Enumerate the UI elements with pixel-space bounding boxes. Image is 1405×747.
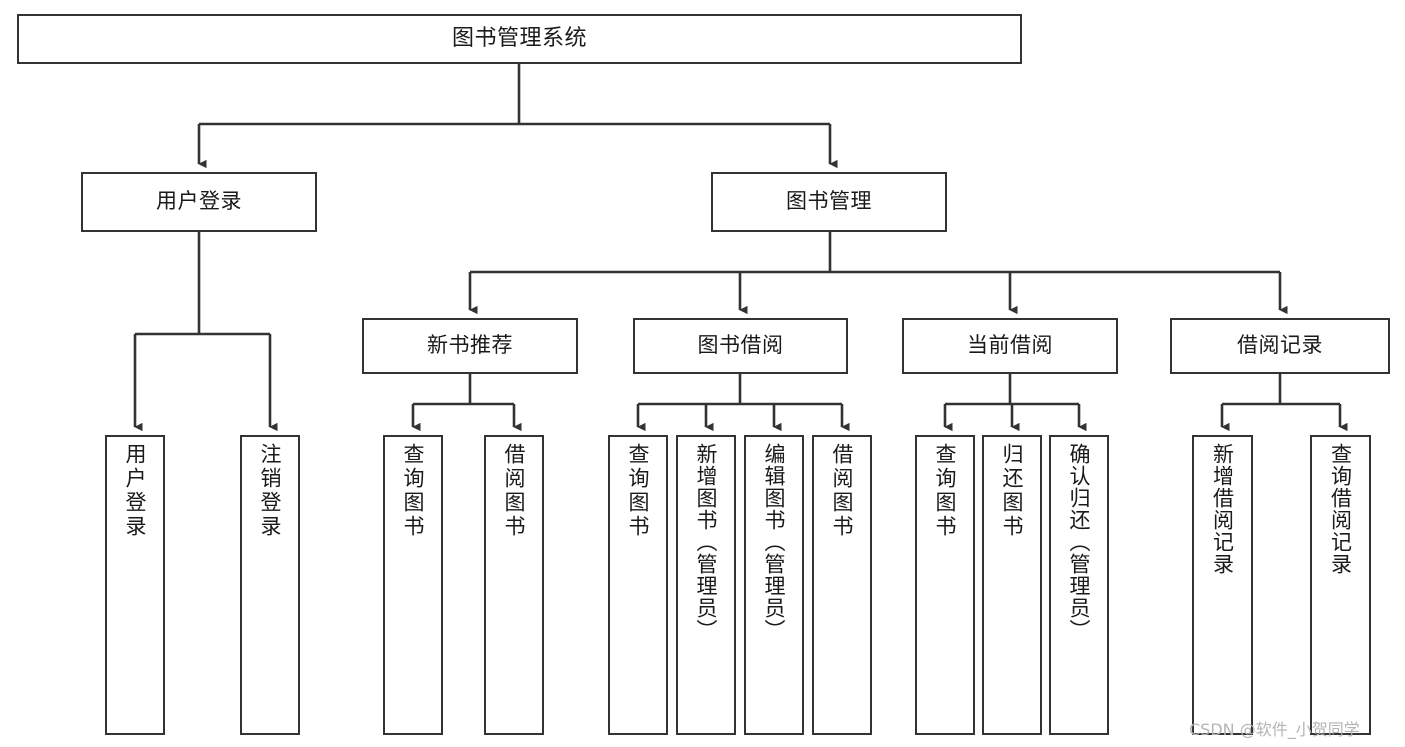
node-book-management-label: 图书管理 — [786, 189, 872, 214]
node-leaf-query-book-a[interactable]: 查询图书 — [383, 435, 443, 735]
node-leaf-user-login-label: 用户登录 — [123, 443, 148, 539]
node-leaf-user-login[interactable]: 用户登录 — [105, 435, 165, 735]
node-user-login-label: 用户登录 — [156, 189, 242, 214]
node-root-system-label: 图书管理系统 — [451, 25, 587, 51]
node-leaf-borrow-book-a[interactable]: 借阅图书 — [484, 435, 544, 735]
node-leaf-logout[interactable]: 注销登录 — [240, 435, 300, 735]
node-leaf-borrow-book-b-label: 借阅图书 — [830, 443, 855, 539]
node-leaf-query-borrow-record-label: 查询借阅记录 — [1328, 443, 1353, 575]
node-leaf-confirm-return-admin-label: 确认归还（管理员） — [1067, 443, 1092, 641]
node-leaf-confirm-return-admin[interactable]: 确认归还（管理员） — [1049, 435, 1109, 735]
node-root-system[interactable]: 图书管理系统 — [17, 14, 1022, 64]
csdn-watermark: CSDN @软件_小贺同学 — [1189, 720, 1360, 739]
node-new-book-recommend[interactable]: 新书推荐 — [362, 318, 578, 374]
node-book-borrow[interactable]: 图书借阅 — [633, 318, 848, 374]
node-book-management[interactable]: 图书管理 — [711, 172, 947, 232]
node-borrow-record[interactable]: 借阅记录 — [1170, 318, 1390, 374]
node-leaf-return-book-label: 归还图书 — [1000, 443, 1025, 539]
node-leaf-edit-book-admin[interactable]: 编辑图书（管理员） — [744, 435, 804, 735]
node-leaf-add-book-admin-label: 新增图书（管理员） — [694, 443, 719, 641]
node-user-login[interactable]: 用户登录 — [81, 172, 317, 232]
node-leaf-add-book-admin[interactable]: 新增图书（管理员） — [676, 435, 736, 735]
node-leaf-edit-book-admin-label: 编辑图书（管理员） — [762, 443, 787, 641]
node-leaf-logout-label: 注销登录 — [258, 443, 283, 539]
node-leaf-query-book-b-label: 查询图书 — [626, 443, 651, 539]
node-borrow-record-label: 借阅记录 — [1237, 333, 1323, 358]
node-leaf-query-borrow-record[interactable]: 查询借阅记录 — [1310, 435, 1371, 735]
node-leaf-query-book-a-label: 查询图书 — [401, 443, 426, 539]
node-current-borrow[interactable]: 当前借阅 — [902, 318, 1118, 374]
node-leaf-query-book-c-label: 查询图书 — [933, 443, 958, 539]
node-leaf-add-borrow-record-label: 新增借阅记录 — [1210, 443, 1235, 575]
node-leaf-add-borrow-record[interactable]: 新增借阅记录 — [1192, 435, 1253, 735]
node-current-borrow-label: 当前借阅 — [967, 333, 1053, 358]
node-leaf-return-book[interactable]: 归还图书 — [982, 435, 1042, 735]
node-leaf-query-book-c[interactable]: 查询图书 — [915, 435, 975, 735]
node-leaf-borrow-book-b[interactable]: 借阅图书 — [812, 435, 872, 735]
node-book-borrow-label: 图书借阅 — [697, 333, 784, 358]
node-leaf-query-book-b[interactable]: 查询图书 — [608, 435, 668, 735]
node-leaf-borrow-book-a-label: 借阅图书 — [502, 443, 527, 539]
node-new-book-recommend-label: 新书推荐 — [427, 333, 513, 358]
